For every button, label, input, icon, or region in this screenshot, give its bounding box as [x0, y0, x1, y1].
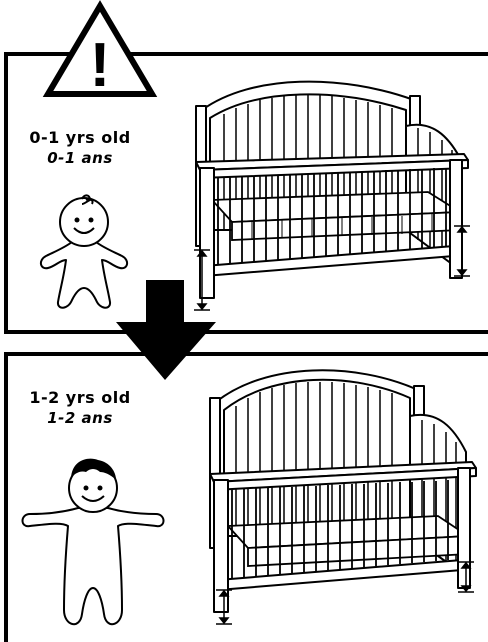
age-label-en: 1-2 yrs old — [20, 388, 140, 408]
crib-high-mattress-icon — [192, 80, 477, 315]
mattress-height-marker — [450, 224, 474, 280]
mattress-height-marker — [190, 248, 214, 314]
warning-triangle-icon: ! — [40, 0, 160, 100]
mattress-height-marker — [212, 588, 236, 628]
age-label-fr: 0-1 ans — [20, 148, 140, 168]
age-label-group-1: 1-2 yrs old 1-2 ans — [20, 388, 140, 428]
toddler-icon — [18, 450, 168, 633]
crib-low-mattress-icon — [206, 366, 486, 626]
age-label-group-0: 0-1 yrs old 0-1 ans — [20, 128, 140, 168]
age-label-en: 0-1 yrs old — [20, 128, 140, 148]
age-label-fr: 1-2 ans — [20, 408, 140, 428]
mattress-height-marker — [454, 560, 478, 596]
warning-symbol: ! — [90, 31, 111, 100]
